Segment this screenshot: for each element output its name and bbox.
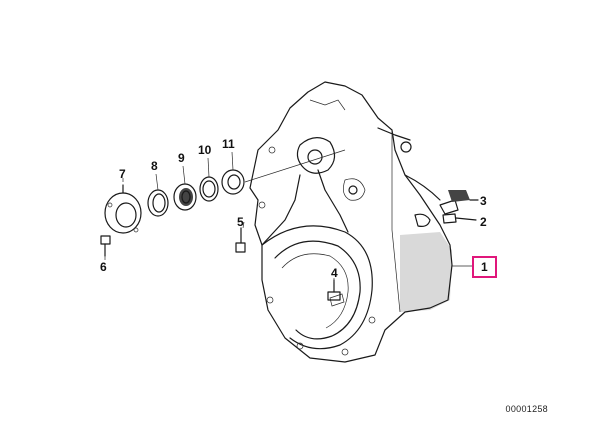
callout-9[interactable]: 9 bbox=[178, 151, 185, 165]
callout-8[interactable]: 8 bbox=[151, 159, 158, 173]
dowel-part-2[interactable] bbox=[442, 213, 477, 224]
pin-part-5[interactable] bbox=[235, 227, 246, 253]
callout-5[interactable]: 5 bbox=[237, 215, 244, 229]
callout-4[interactable]: 4 bbox=[331, 266, 338, 280]
callout-7[interactable]: 7 bbox=[119, 167, 126, 181]
diagram-number: 00001258 bbox=[505, 404, 548, 414]
circlip-part-10[interactable] bbox=[199, 176, 219, 202]
callout-2[interactable]: 2 bbox=[480, 215, 487, 229]
callout-10[interactable]: 10 bbox=[198, 143, 212, 157]
seal-ring-part-8[interactable] bbox=[147, 189, 169, 217]
transmission-housing[interactable] bbox=[249, 81, 459, 363]
bearing-part-9[interactable] bbox=[173, 183, 197, 211]
cover-flange-part-7[interactable] bbox=[104, 184, 142, 234]
callout-1-highlighted[interactable]: 1 bbox=[472, 256, 497, 278]
bolt-part-6[interactable] bbox=[100, 235, 111, 257]
shaft-seal-part-11[interactable] bbox=[221, 169, 245, 195]
plug-part-3[interactable] bbox=[448, 190, 479, 202]
callout-6[interactable]: 6 bbox=[100, 260, 107, 274]
leader-lines bbox=[104, 149, 472, 282]
callout-3[interactable]: 3 bbox=[480, 194, 487, 208]
callout-11[interactable]: 11 bbox=[222, 137, 235, 151]
